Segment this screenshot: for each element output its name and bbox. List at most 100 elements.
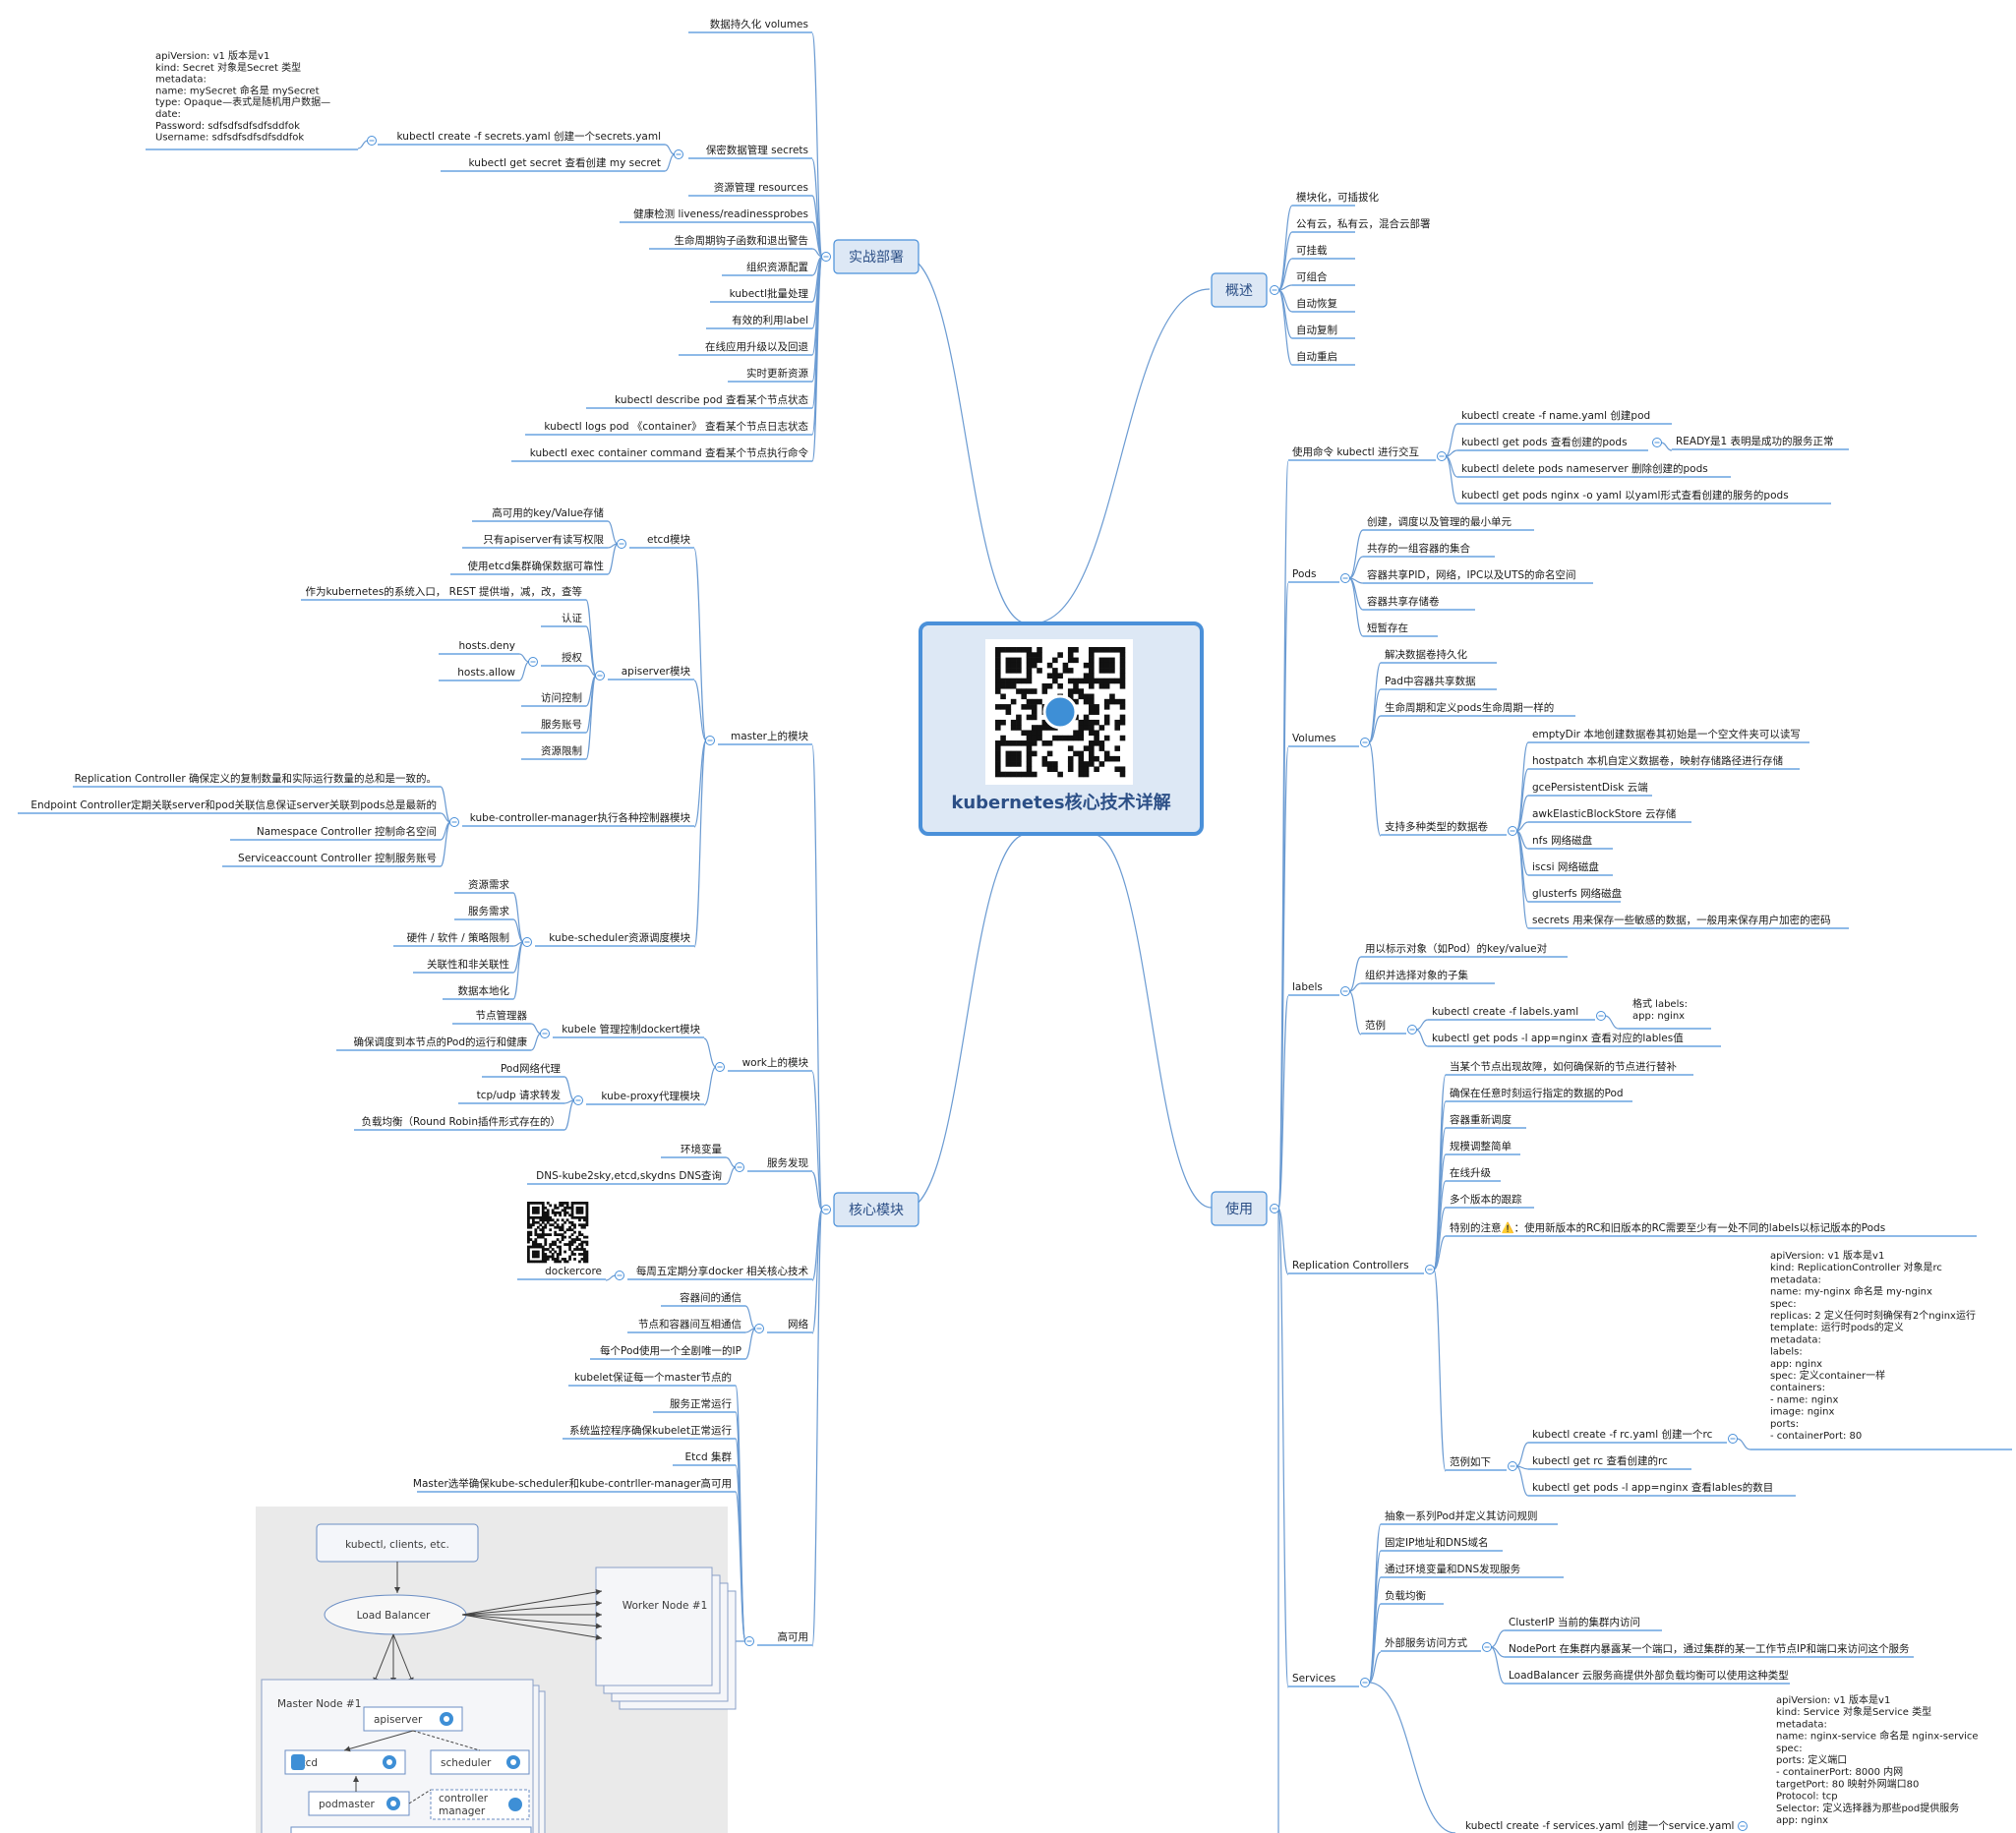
- leaf-node: tcp/udp 请求转发: [477, 1089, 562, 1101]
- collapse-toggle-icon[interactable]: [573, 1095, 583, 1105]
- connector: [1445, 423, 1458, 457]
- collapse-toggle-icon[interactable]: [821, 1205, 831, 1214]
- collapse-toggle-icon[interactable]: [735, 1162, 744, 1172]
- overview-item: 自动复制: [1296, 324, 1337, 336]
- connector: [1368, 715, 1382, 743]
- connector: [605, 1274, 617, 1281]
- collapse-toggle-icon[interactable]: [1728, 1434, 1738, 1444]
- diagram-worker-label: Worker Node #1: [623, 1600, 708, 1612]
- secrets-yaml-line: type: Opaque—表式是随机用户数据—: [155, 95, 330, 108]
- collapse-toggle-icon[interactable]: [1407, 1025, 1417, 1035]
- collapse-toggle-icon[interactable]: [595, 671, 605, 680]
- labels-format-line: app: nginx: [1632, 1011, 1685, 1022]
- connector: [512, 918, 524, 943]
- collapse-toggle-icon[interactable]: [1340, 986, 1350, 996]
- collapse-toggle-icon[interactable]: [821, 252, 831, 262]
- deploy-item: kubectl批量处理: [730, 287, 809, 300]
- connector: [1433, 1269, 1447, 1472]
- connector: [1277, 1208, 1289, 1688]
- connector: [811, 744, 823, 1211]
- leaf-node: 规模调整简单: [1450, 1140, 1512, 1153]
- core-worker: work上的模块: [742, 1056, 809, 1069]
- rc-yaml-line: - name: nginx: [1770, 1394, 1838, 1405]
- leaf-node: 系统监控程序确保kubelet正常运行: [569, 1424, 733, 1437]
- connector: [585, 625, 597, 677]
- leaf-node: kubectl create -f name.yaml 创建pod: [1461, 409, 1650, 422]
- connector: [1277, 746, 1289, 1210]
- collapse-toggle-icon[interactable]: [1340, 573, 1350, 583]
- collapse-toggle-icon[interactable]: [1437, 451, 1447, 461]
- collapse-toggle-icon[interactable]: [715, 1062, 725, 1072]
- collapse-toggle-icon[interactable]: [744, 1636, 754, 1646]
- leaf-node: 抽象一系列Pod并定义其访问规则: [1385, 1509, 1538, 1522]
- collapse-toggle-icon[interactable]: [522, 937, 532, 947]
- connector: [904, 256, 1029, 624]
- connector: [693, 739, 707, 828]
- leaf-node: 作为kubernetes的系统入口， REST 提供增，减，改，查等: [305, 585, 582, 598]
- docker-logo-icon: [1042, 694, 1078, 730]
- collapse-toggle-icon[interactable]: [1652, 438, 1662, 447]
- collapse-toggle-icon[interactable]: [617, 539, 626, 549]
- deploy-item: 健康检测 liveness/readinessprobes: [633, 207, 808, 220]
- deploy-item: 组织资源配置: [746, 261, 808, 273]
- secrets-yaml-line: Username: sdfsdfsdfsdfsddfok: [155, 133, 304, 144]
- core-share: 每周五定期分享docker 相关核心技术: [636, 1265, 809, 1277]
- collapse-toggle-icon[interactable]: [540, 1029, 550, 1038]
- collapse-toggle-icon[interactable]: [1425, 1265, 1435, 1274]
- collapse-toggle-icon[interactable]: [1270, 285, 1279, 295]
- branch-usage[interactable]: [1211, 1191, 1268, 1226]
- connector-lines: [18, 31, 2012, 1833]
- collapse-toggle-icon[interactable]: [528, 657, 538, 667]
- branch-deploy-label: 实战部署: [849, 250, 904, 266]
- leaf-node: Etcd 集群: [684, 1450, 732, 1463]
- leaf-node: emptyDir 本地创建数据卷其初始是一个空文件夹可以读写: [1532, 728, 1801, 740]
- services-yaml-line: - containerPort: 8000 内网: [1776, 1765, 1903, 1778]
- connector: [1277, 1208, 1289, 1275]
- leaf-node: 容器共享PID，网络，IPC以及UTS的命名空间: [1367, 568, 1576, 581]
- diagram-lb-label: Load Balancer: [357, 1610, 431, 1622]
- usage-labels: labels: [1292, 981, 1323, 993]
- overview-item: 模块化，可插拔化: [1296, 191, 1379, 204]
- branch-core-label: 核心模块: [849, 1203, 904, 1218]
- collapse-toggle-icon[interactable]: [449, 817, 459, 827]
- collapse-toggle-icon[interactable]: [1270, 1204, 1279, 1213]
- collapse-toggle-icon[interactable]: [367, 136, 377, 146]
- connector: [440, 786, 451, 823]
- rc-yaml-line: apiVersion: v1 版本是v1: [1770, 1249, 1884, 1262]
- leaf-node: 访问控制: [541, 691, 582, 704]
- collapse-toggle-icon[interactable]: [1360, 1678, 1370, 1687]
- leaf-node: 解决数据卷持久化: [1385, 648, 1467, 661]
- branch-deploy[interactable]: [833, 239, 919, 274]
- deploy-item: 在线应用升级以及回退: [705, 340, 808, 353]
- collapse-toggle-icon[interactable]: [705, 736, 715, 745]
- connector: [607, 543, 619, 575]
- diagram-podmaster-label: podmaster: [319, 1799, 375, 1810]
- connector: [530, 1023, 542, 1035]
- branch-core[interactable]: [833, 1192, 919, 1227]
- collapse-toggle-icon[interactable]: [1508, 1461, 1517, 1471]
- connector: [811, 1209, 823, 1334]
- services-yaml-line: targetPort: 80 映射外网端口80: [1776, 1777, 1919, 1790]
- leaf-node: 确保在任意时刻运行指定的数据的Pod: [1450, 1087, 1624, 1099]
- leaf-node: Serviceaccount Controller 控制服务账号: [238, 852, 437, 864]
- collapse-toggle-icon[interactable]: [1508, 826, 1517, 836]
- collapse-toggle-icon[interactable]: [1738, 1821, 1748, 1831]
- services-yaml-line: apiVersion: v1 版本是v1: [1776, 1693, 1890, 1706]
- collapse-toggle-icon[interactable]: [1360, 738, 1370, 747]
- master-apiserver: apiserver模块: [622, 666, 691, 678]
- collapse-toggle-icon[interactable]: [674, 149, 683, 159]
- leaf-node: kubectl delete pods nameserver 删除创建的pods: [1461, 462, 1708, 475]
- collapse-toggle-icon[interactable]: [615, 1271, 624, 1280]
- connector: [518, 653, 530, 663]
- leaf-node: ClusterIP 当前的集群内访问: [1509, 1616, 1640, 1628]
- branch-overview[interactable]: [1211, 272, 1268, 308]
- collapse-toggle-icon[interactable]: [1596, 1011, 1606, 1021]
- ha-architecture-diagram: kubectl, clients, etc.Load BalancerWorke…: [256, 1507, 737, 1833]
- leaf-node: 环境变量: [681, 1143, 722, 1155]
- leaf-node: Master选举确保kube-scheduler和kube-contrller-…: [413, 1477, 732, 1490]
- usage-services: Services: [1292, 1673, 1335, 1685]
- leaf-node: kubectl get pods nginx -o yaml 以yaml形式查看…: [1461, 489, 1789, 502]
- collapse-toggle-icon[interactable]: [754, 1324, 764, 1333]
- collapse-toggle-icon[interactable]: [1482, 1642, 1492, 1652]
- connector: [585, 665, 597, 677]
